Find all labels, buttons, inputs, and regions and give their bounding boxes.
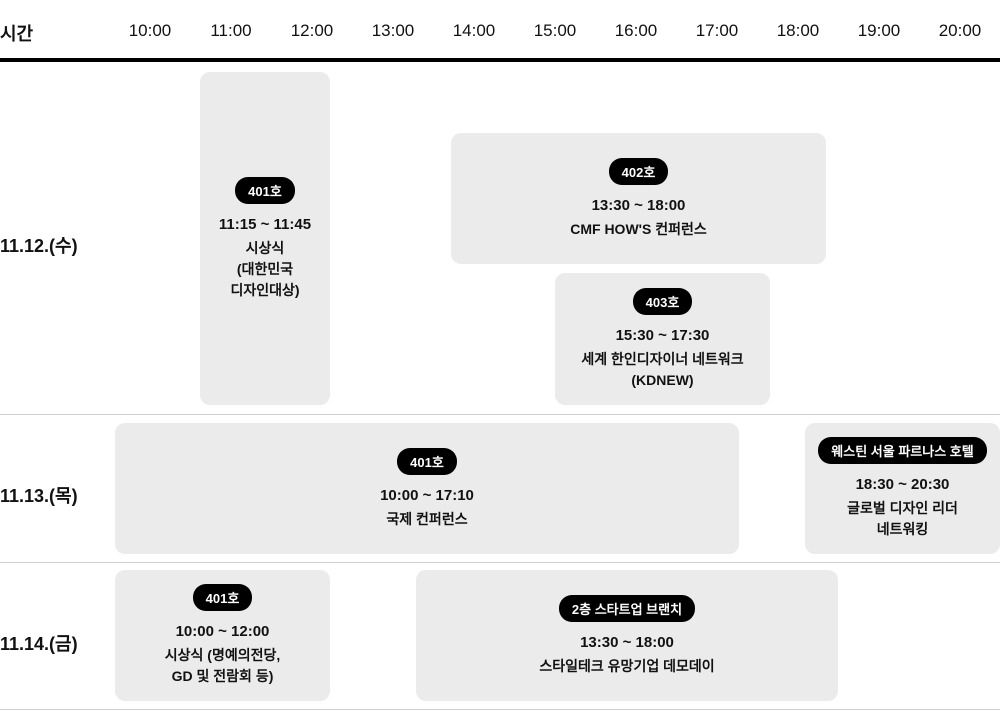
event-card[interactable]: 웨스틴 서울 파르나스 호텔 18:30 ~ 20:30 글로벌 디자인 리더 … xyxy=(805,423,1000,554)
event-card[interactable]: 403호 15:30 ~ 17:30 세계 한인디자이너 네트워크 (KDNEW… xyxy=(555,273,770,405)
event-card[interactable]: 401호 10:00 ~ 17:10 국제 컨퍼런스 xyxy=(115,423,739,554)
hour-label: 17:00 xyxy=(695,21,739,40)
hour-label: 12:00 xyxy=(290,21,334,40)
timeline-header: 시간 10:00 11:00 12:00 13:00 14:00 15:00 1… xyxy=(0,0,1000,64)
room-badge: 401호 xyxy=(192,584,253,611)
header-divider xyxy=(0,58,1000,62)
event-title: 시상식 (대한민국 디자인대상) xyxy=(230,239,300,298)
room-badge: 402호 xyxy=(608,157,669,185)
event-time: 13:30 ~ 18:00 xyxy=(591,196,686,214)
event-time: 13:30 ~ 18:00 xyxy=(580,633,674,651)
event-time: 18:30 ~ 20:30 xyxy=(855,476,950,493)
event-title: 국제 컨퍼런스 xyxy=(386,510,468,527)
event-title: 스타일테크 유망기업 데모데이 xyxy=(539,657,715,674)
hour-label: 14:00 xyxy=(452,21,496,40)
room-badge: 2층 스타트업 브랜치 xyxy=(558,594,696,622)
row-divider xyxy=(0,562,1000,563)
day-label-1114: 11.14.(금) xyxy=(0,634,78,654)
time-column-label: 시간 xyxy=(0,24,34,44)
event-title: 세계 한인디자이너 네트워크 (KDNEW) xyxy=(581,350,744,388)
hour-label: 19:00 xyxy=(857,21,901,40)
hour-label: 10:00 xyxy=(128,21,172,40)
room-badge: 401호 xyxy=(397,447,457,475)
event-title: 시상식 (명예의전당, GD 및 전람회 등) xyxy=(164,647,281,684)
event-time: 10:00 ~ 17:10 xyxy=(380,486,474,504)
event-card[interactable]: 2층 스타트업 브랜치 13:30 ~ 18:00 스타일테크 유망기업 데모데… xyxy=(416,570,838,701)
event-time: 10:00 ~ 12:00 xyxy=(175,623,270,640)
hour-label: 11:00 xyxy=(210,21,252,40)
event-card[interactable]: 402호 13:30 ~ 18:00 CMF HOW'S 컨퍼런스 xyxy=(451,133,826,264)
event-card[interactable]: 401호 10:00 ~ 12:00 시상식 (명예의전당, GD 및 전람회 … xyxy=(115,570,330,701)
room-badge: 403호 xyxy=(632,287,693,315)
day-label-1112: 11.12.(수) xyxy=(0,236,78,256)
event-title: CMF HOW'S 컨퍼런스 xyxy=(570,220,707,237)
hour-label: 15:00 xyxy=(533,21,577,40)
event-time: 15:30 ~ 17:30 xyxy=(615,326,710,344)
hour-label: 16:00 xyxy=(614,21,658,40)
event-time: 11:15 ~ 11:45 xyxy=(218,215,312,233)
day-label-1113: 11.13.(목) xyxy=(0,486,78,506)
row-divider xyxy=(0,709,1000,710)
event-card[interactable]: 401호 11:15 ~ 11:45 시상식 (대한민국 디자인대상) xyxy=(200,72,330,405)
row-divider xyxy=(0,414,1000,415)
hour-label: 18:00 xyxy=(776,21,820,40)
room-badge: 웨스틴 서울 파르나스 호텔 xyxy=(818,437,987,464)
room-badge: 401호 xyxy=(235,176,295,204)
event-title: 글로벌 디자인 리더 네트워킹 xyxy=(847,500,958,537)
hour-label: 13:00 xyxy=(371,21,415,40)
hour-label: 20:00 xyxy=(938,21,982,40)
